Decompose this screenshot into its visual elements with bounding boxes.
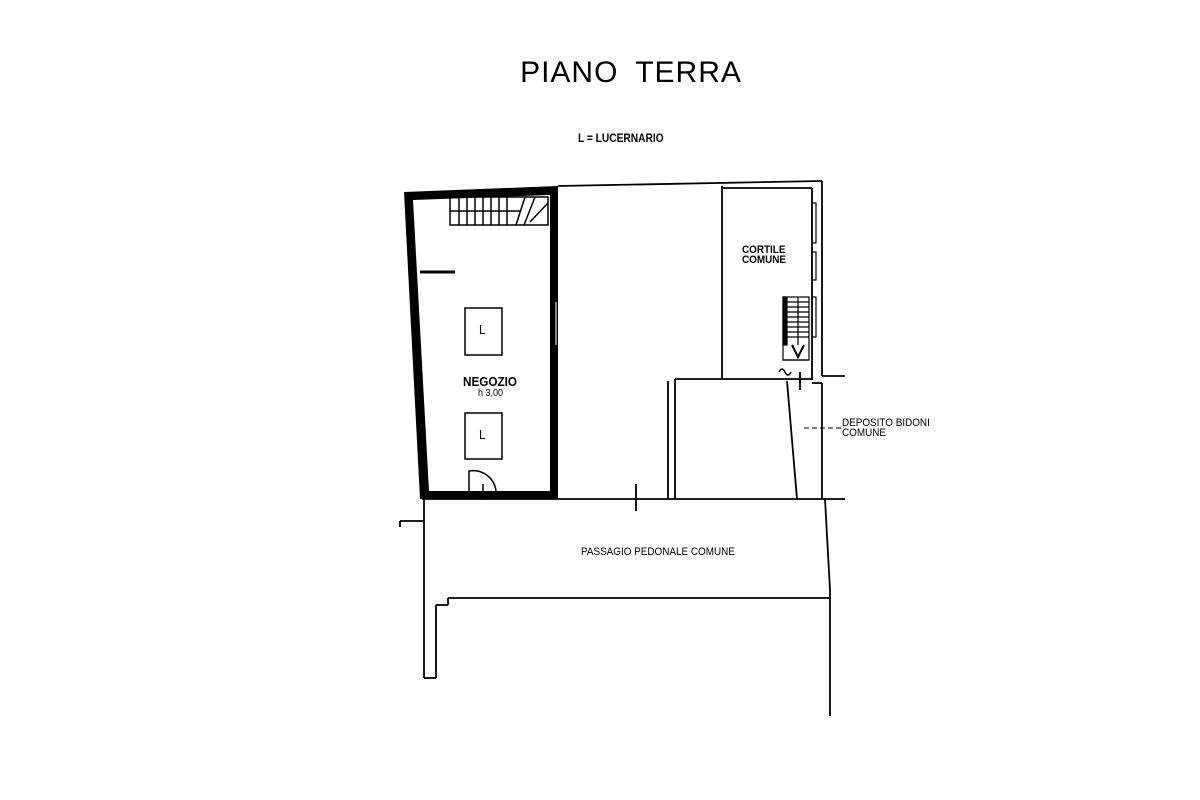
stair-negozio xyxy=(449,196,549,226)
skylight-label: L xyxy=(479,322,486,337)
skylight-label: L xyxy=(479,427,486,442)
legend: L = LUCERNARIO xyxy=(578,131,664,145)
plan-title: PIANO TERRA xyxy=(520,56,742,89)
windows-cortile xyxy=(811,202,817,338)
skylights xyxy=(464,307,503,460)
negozio-thick-walls xyxy=(404,186,558,499)
room-label-cortile-2: COMUNE xyxy=(742,254,787,266)
room-label-cortile-1: CORTILE xyxy=(742,244,786,256)
building-outline xyxy=(399,180,845,716)
stair-cortile xyxy=(778,296,810,376)
door xyxy=(468,469,497,500)
room-label-passaggio: PASSAGIO PEDONALE COMUNE xyxy=(581,546,735,558)
room-label-deposito-1: DEPOSITO BIDONI xyxy=(842,417,930,429)
room-height: h 3,00 xyxy=(478,388,504,399)
room-label-deposito-2: COMUNE xyxy=(842,427,887,439)
room-label-negozio: NEGOZIO xyxy=(463,374,517,389)
